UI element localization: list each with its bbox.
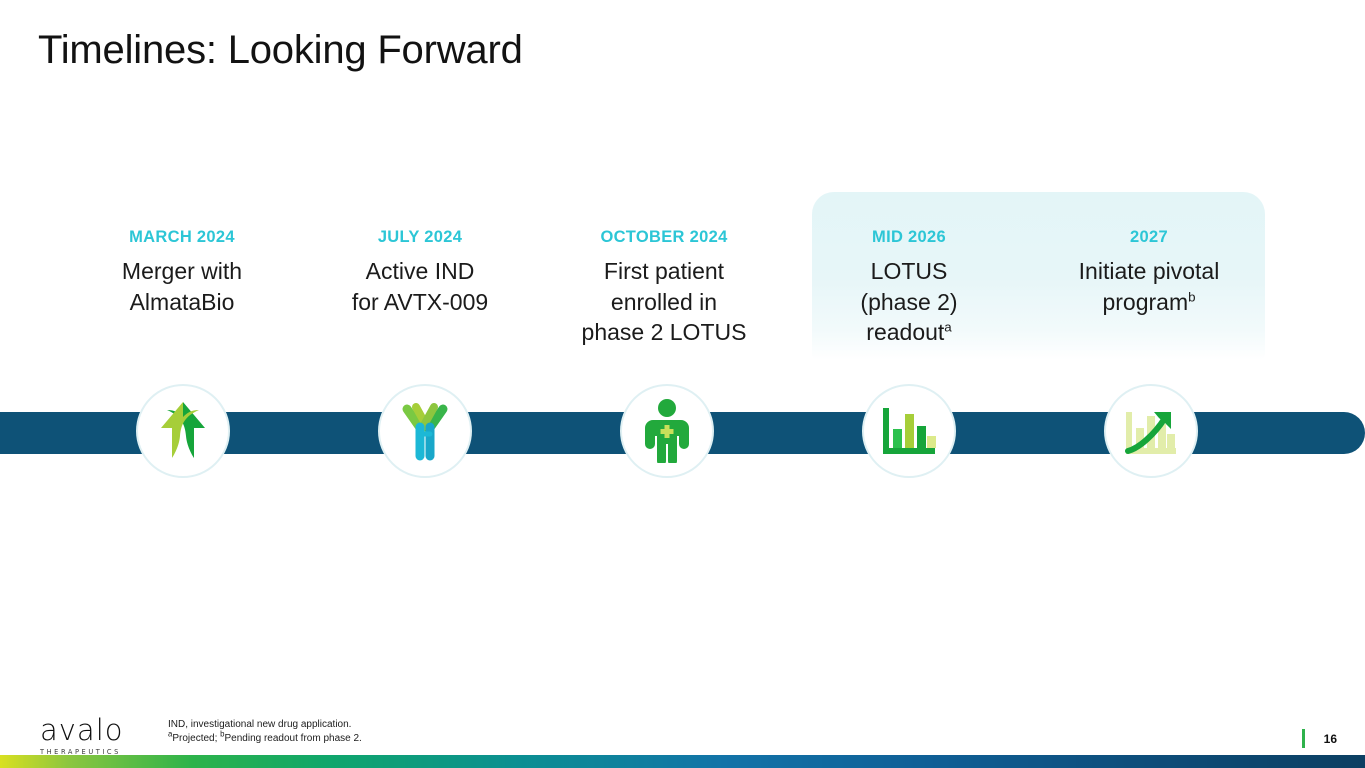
footnote-marker-a: a <box>168 729 173 739</box>
milestone-desc-line-3: phase 2 LOTUS <box>581 319 747 346</box>
timeline-node-july-2024[interactable] <box>378 384 472 478</box>
merging-arrows-up-icon <box>153 400 213 462</box>
milestone-desc-line-1: LOTUS <box>870 258 948 285</box>
avalo-logo: avalo THERAPEUTICS <box>40 713 138 757</box>
milestone-date-label: OCTOBER 2024 <box>600 228 728 246</box>
milestone-mid-2026[interactable]: MID 2026 LOTUS (phase 2) readouta <box>789 228 1029 348</box>
milestone-2027[interactable]: 2027 Initiate pivotal programb <box>1029 228 1269 317</box>
footnote-text-a: Projected; <box>172 733 221 745</box>
milestone-desc-line-1: Merger with <box>121 258 243 285</box>
footnotes: IND, investigational new drug applicatio… <box>168 718 362 746</box>
antibody-icon <box>396 400 454 462</box>
page-tick-divider <box>1302 729 1305 748</box>
timeline-node-october-2024[interactable] <box>620 384 714 478</box>
milestone-desc-line-2: AlmataBio <box>129 288 235 315</box>
footnote-text-b: Pending readout from phase 2. <box>224 733 362 745</box>
milestone-desc-line-2: for AVTX-009 <box>351 288 489 315</box>
milestone-footnote-marker: a <box>944 319 952 335</box>
milestone-march-2024[interactable]: MARCH 2024 Merger with AlmataBio <box>62 228 302 317</box>
milestone-desc-line-1: Initiate pivotal <box>1078 258 1220 285</box>
patient-person-icon <box>639 399 695 463</box>
milestone-description: Initiate pivotal programb <box>1029 256 1269 317</box>
milestone-description: Merger with AlmataBio <box>62 256 302 317</box>
bottom-gradient-strip <box>0 755 1365 768</box>
milestone-description: Active IND for AVTX-009 <box>300 256 540 317</box>
milestone-desc-line-3: readout <box>866 319 945 346</box>
milestone-description: LOTUS (phase 2) readouta <box>789 256 1029 348</box>
milestone-desc-line-2: enrolled in <box>610 288 718 315</box>
footnote-line-2: aProjected; bPending readout from phase … <box>168 729 362 746</box>
milestone-october-2024[interactable]: OCTOBER 2024 First patient enrolled in p… <box>544 228 784 348</box>
timeline-node-mid-2026[interactable] <box>862 384 956 478</box>
milestone-date-label: 2027 <box>1130 228 1168 246</box>
page-marker: 16 <box>1302 729 1337 748</box>
footnote-marker-b: b <box>220 729 225 739</box>
milestone-desc-line-1: First patient <box>603 258 725 285</box>
page-title: Timelines: Looking Forward <box>38 28 523 72</box>
milestone-date-label: MID 2026 <box>872 228 946 246</box>
logo-wordmark: avalo <box>40 713 124 747</box>
growth-arrow-chart-icon <box>1121 402 1181 460</box>
timeline-node-2027[interactable] <box>1104 384 1198 478</box>
milestone-footnote-marker: b <box>1188 289 1196 305</box>
milestone-desc-line-1: Active IND <box>365 258 475 285</box>
milestone-date-label: MARCH 2024 <box>129 228 235 246</box>
footnote-line-1: IND, investigational new drug applicatio… <box>168 719 352 730</box>
milestone-desc-line-2: (phase 2) <box>860 288 958 315</box>
timeline-node-march-2024[interactable] <box>136 384 230 478</box>
highlight-panel-future-milestones <box>812 192 1265 360</box>
milestone-july-2024[interactable]: JULY 2024 Active IND for AVTX-009 <box>300 228 540 317</box>
logo-tagline: THERAPEUTICS <box>40 748 121 756</box>
milestone-date-label: JULY 2024 <box>377 228 463 246</box>
bar-chart-icon <box>879 402 939 460</box>
page-number: 16 <box>1323 731 1337 746</box>
milestone-desc-line-2: program <box>1102 288 1189 315</box>
milestone-description: First patient enrolled in phase 2 LOTUS <box>544 256 784 348</box>
